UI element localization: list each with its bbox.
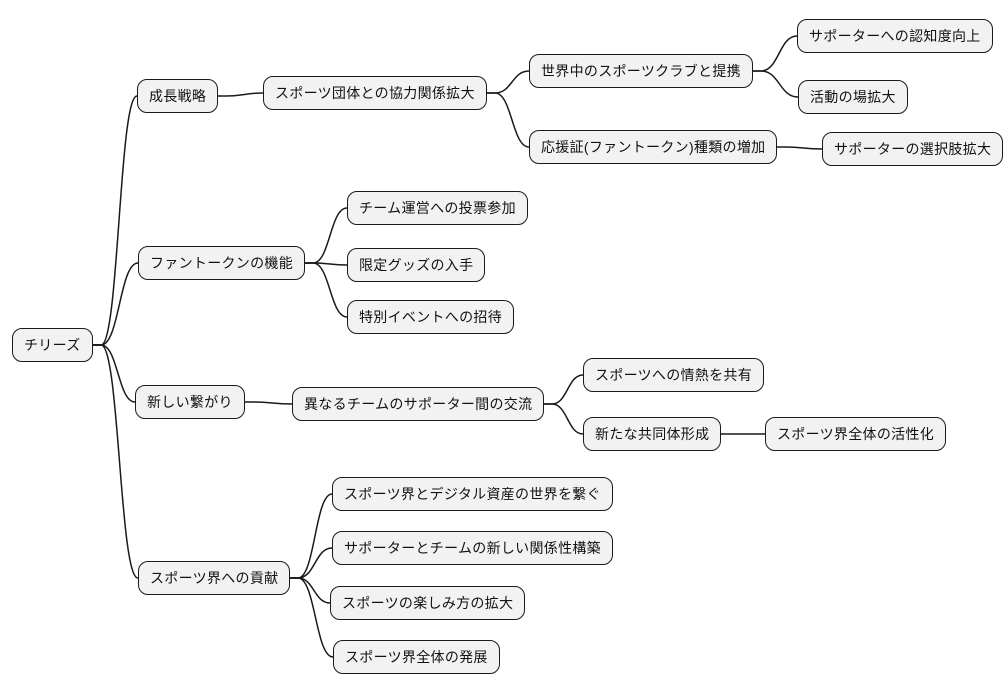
node-chiliz-root[interactable]: チリーズ <box>12 328 93 362</box>
node-new-connections[interactable]: 新しい繋がり <box>135 385 245 419</box>
edge-connector <box>289 577 334 658</box>
edge-connector <box>543 374 584 405</box>
node-world-clubs-partnership[interactable]: 世界中のスポーツクラブと提携 <box>529 54 753 88</box>
node-new-supporter-team-relationship[interactable]: サポーターとチームの新しい関係性構築 <box>332 531 613 565</box>
node-supporter-recognition[interactable]: サポーターへの認知度向上 <box>797 19 993 53</box>
edge-connector <box>543 403 584 435</box>
node-fan-token-functions[interactable]: ファントークンの機能 <box>138 246 305 280</box>
node-growth-strategy[interactable]: 成長戦略 <box>137 79 219 113</box>
node-limited-goods[interactable]: 限定グッズの入手 <box>347 248 486 282</box>
node-bridge-sports-digital-assets[interactable]: スポーツ界とデジタル資産の世界を繋ぐ <box>332 477 613 511</box>
node-sports-enjoyment-expansion[interactable]: スポーツの楽しみ方の拡大 <box>330 586 526 620</box>
edge-connector <box>304 207 348 264</box>
edge-connector <box>486 70 530 94</box>
edge-connector <box>289 577 331 604</box>
node-sports-world-development[interactable]: スポーツ界全体の発展 <box>333 640 500 674</box>
node-fan-token-types-increase[interactable]: 応援証(ファントークン)種類の増加 <box>529 130 778 164</box>
edge-connector <box>304 262 348 318</box>
edge-connector <box>217 92 264 97</box>
node-share-sports-passion[interactable]: スポーツへの情熱を共有 <box>583 358 765 392</box>
node-activity-expansion[interactable]: 活動の場拡大 <box>798 80 908 114</box>
node-team-voting-participation[interactable]: チーム運営への投票参加 <box>347 191 528 225</box>
node-supporter-exchange[interactable]: 異なるチームのサポーター間の交流 <box>292 387 545 421</box>
edge-connector <box>289 493 333 579</box>
edge-connector <box>92 95 138 346</box>
node-sports-world-contribution[interactable]: スポーツ界への貢献 <box>138 561 291 595</box>
node-new-community-formation[interactable]: 新たな共同体形成 <box>583 417 722 451</box>
edge-connector <box>752 35 798 72</box>
edge-connector <box>92 344 139 579</box>
node-supporter-choice-expansion[interactable]: サポーターの選択肢拡大 <box>822 132 1003 166</box>
node-sports-world-revitalization[interactable]: スポーツ界全体の活性化 <box>765 417 947 451</box>
edge-connector <box>92 262 139 346</box>
edge-connector <box>776 146 823 150</box>
edge-connector <box>244 401 293 405</box>
node-sports-orgs-cooperation[interactable]: スポーツ団体との協力関係拡大 <box>263 76 487 110</box>
node-special-event-invitation[interactable]: 特別イベントへの招待 <box>347 300 514 334</box>
edge-connector <box>752 70 799 98</box>
edge-connector <box>486 92 530 148</box>
